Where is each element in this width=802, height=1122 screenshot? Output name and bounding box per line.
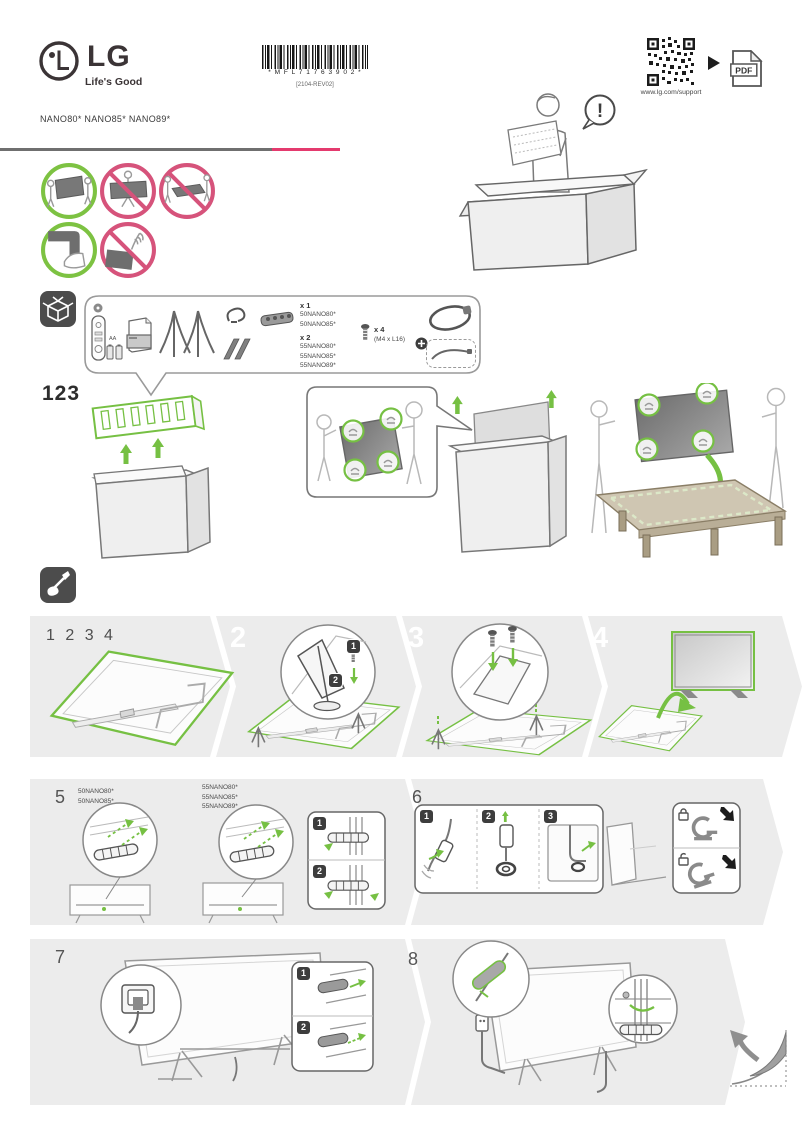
substep-badge-1: 1 xyxy=(420,810,433,823)
step3-number: 3 xyxy=(408,622,425,654)
header-rule-gray xyxy=(0,148,272,151)
model-50nano80: 50NANO80* xyxy=(300,311,336,318)
screw-covers-icon xyxy=(223,338,251,360)
lg-wordmark: LG xyxy=(87,40,131,73)
corner-on-pad-ok-icon xyxy=(41,222,97,278)
model-55nano85: 55NANO85* xyxy=(300,352,336,360)
unpack-foam-illustration xyxy=(91,394,211,559)
unbox-illustration: ! xyxy=(458,93,648,271)
substep-badge-1: 1 xyxy=(297,967,310,980)
step5-models-55: 55NANO80* 55NANO85* 55NANO89* xyxy=(202,784,238,810)
barcode-revision: [2104-REV02] xyxy=(296,82,334,88)
support-url: www.lg.com/support xyxy=(640,89,702,96)
accessory-qty-group-1: x 1 50NANO80* 50NANO85* xyxy=(300,301,336,329)
assembly-tool-icon xyxy=(40,567,76,603)
battery-size-label: AA xyxy=(109,336,117,342)
lift-tv-bubble xyxy=(306,386,473,498)
carry-flat-prohibited-icon xyxy=(159,163,215,219)
tv-out-of-box-illustration xyxy=(447,390,567,553)
step8-panel xyxy=(411,939,745,1105)
power-cable-band: 7 1 2 8 xyxy=(30,939,750,1105)
substep-badge-2: 2 xyxy=(329,674,342,687)
substep-badge-2: 2 xyxy=(297,1021,310,1034)
substep-badge-3: 3 xyxy=(544,810,557,823)
model-numbers: NANO80* NANO85* NANO89* xyxy=(40,114,171,124)
step5-models-50: 50NANO80* 50NANO85* xyxy=(78,788,114,805)
qty-x2: x 2 xyxy=(300,333,311,342)
pdf-file-icon: PDF xyxy=(730,50,763,87)
step7-panel xyxy=(30,939,425,1105)
step4-number: 4 xyxy=(592,622,609,654)
stand-legs-icon xyxy=(159,310,215,357)
cable-holder-band: 5 50NANO80* 50NANO85* 55NANO80* 55NANO85… xyxy=(30,779,802,925)
remote-control-icon xyxy=(91,303,106,361)
batteries-icon xyxy=(106,344,123,360)
step-123-label: 123 xyxy=(42,382,81,405)
model-55nano80: 55NANO80* xyxy=(300,343,336,350)
press-screen-prohibited-icon xyxy=(100,222,156,278)
step6-panel xyxy=(411,779,783,925)
accessories-bubble: AA x 1 50NANO80* 50NANO85* x 2 55NANO80*… xyxy=(84,295,481,398)
substep-badge-1: 1 xyxy=(347,640,360,653)
qr-code xyxy=(646,37,696,87)
step8-number: 8 xyxy=(408,949,419,969)
substep-badge-2: 2 xyxy=(482,810,495,823)
qty-x4: x 4 xyxy=(374,325,385,334)
lg-logo-icon xyxy=(39,41,79,81)
manual-document-icon xyxy=(126,317,152,353)
step6-number: 6 xyxy=(412,787,423,807)
alert-exclamation: ! xyxy=(597,101,603,122)
lg-tagline: Life's Good xyxy=(85,76,143,88)
carry-one-person-prohibited-icon xyxy=(100,163,156,219)
stand-assembly-band: 1 2 3 4 2 3 4 1 2 xyxy=(30,616,802,757)
barcode-text: * M F L 7 1 7 6 3 9 0 2 * xyxy=(268,69,362,76)
model-50nano85: 50NANO85* xyxy=(300,320,336,328)
place-on-table-illustration xyxy=(590,383,788,558)
model-55nano89: 55NANO89* xyxy=(300,362,336,369)
optional-cable-box xyxy=(426,339,476,368)
screw-spec: (M4 x L16) xyxy=(374,336,406,343)
step3-panel xyxy=(402,616,602,757)
step7-number: 7 xyxy=(55,947,66,967)
screw-pack-icon xyxy=(260,311,294,327)
turn-page-icon xyxy=(730,1030,787,1087)
m4-screw-icon xyxy=(360,323,370,341)
step5-number: 5 xyxy=(55,787,66,807)
qty-x1: x 1 xyxy=(300,301,311,310)
plus-icon xyxy=(415,337,428,350)
step2-number: 2 xyxy=(230,622,247,654)
step4-panel xyxy=(588,616,802,757)
accessory-qty-group-2: x 2 55NANO80* 55NANO85* 55NANO89* xyxy=(300,333,336,371)
arrow-right-icon xyxy=(708,56,720,70)
step1-label: 1 2 3 4 xyxy=(46,627,116,644)
pdf-label: PDF xyxy=(735,66,752,76)
header-rule-pink xyxy=(272,148,340,151)
barcode-stripes xyxy=(262,45,368,69)
optional-cable-icon xyxy=(431,349,472,360)
substep-badge-1: 1 xyxy=(313,817,326,830)
substep-badge-2: 2 xyxy=(313,865,326,878)
cable-clip-icon xyxy=(226,307,246,323)
barcode: * M F L 7 1 7 6 3 9 0 2 * xyxy=(262,45,368,76)
cable-tie-ring-icon xyxy=(429,305,472,331)
carry-two-people-ok-icon xyxy=(41,163,97,219)
accessories-box-icon xyxy=(40,291,76,327)
